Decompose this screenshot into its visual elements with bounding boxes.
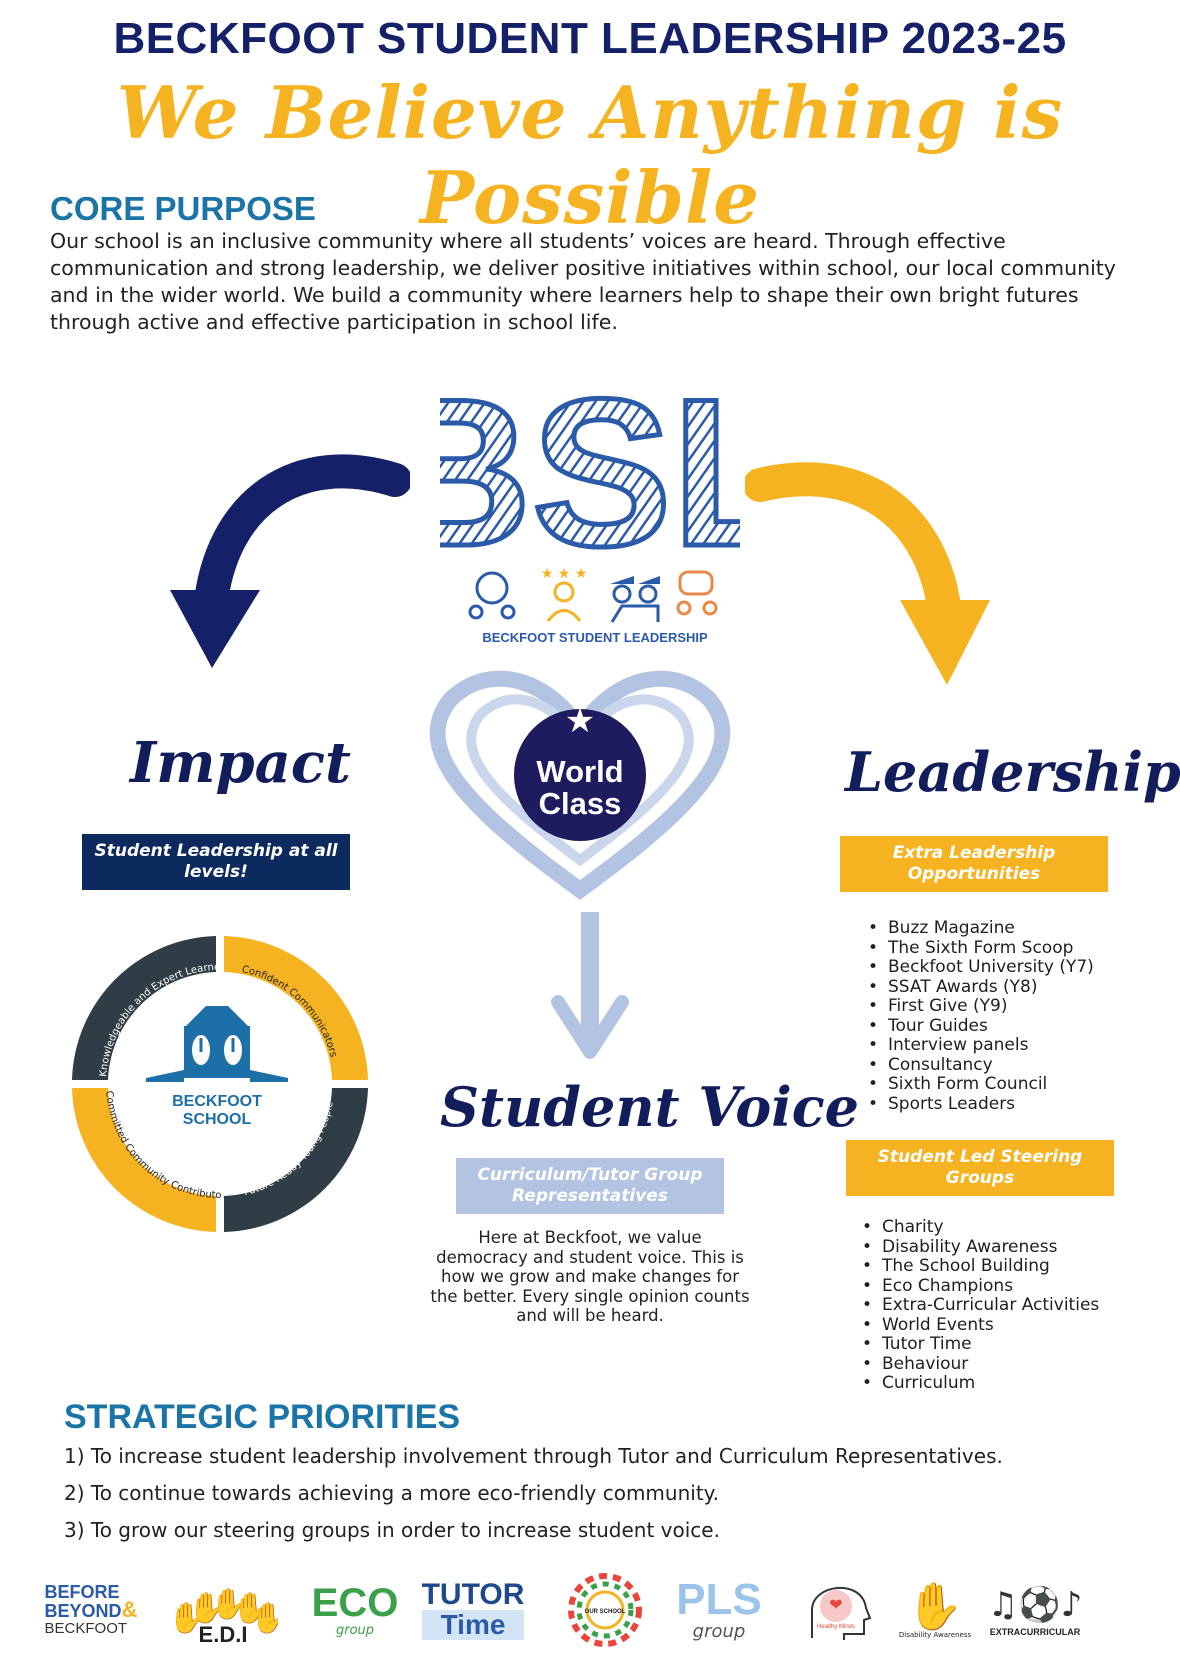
logo-text: ECO [311, 1580, 399, 1625]
disability-awareness-logo: ✋ Disability Awareness [898, 1579, 972, 1639]
list-item: Disability Awareness [858, 1237, 1118, 1258]
core-purpose-heading: CORE PURPOSE [50, 190, 316, 227]
student-voice-text: Here at Beckfoot, we value democracy and… [430, 1228, 750, 1325]
student-voice-heading: Student Voice [440, 1075, 860, 1139]
beckfoot-school-name-2: SCHOOL [183, 1111, 252, 1128]
logo-text: BEYOND [44, 1600, 122, 1621]
our-school-logo: OUR SCHOOL [550, 1570, 660, 1650]
list-item: Extra-Curricular Activities [858, 1295, 1118, 1316]
logo-text: BEFORE [44, 1581, 120, 1602]
bsl-logo: BSL [378, 353, 803, 593]
logo-text: group [692, 1620, 746, 1642]
beckfoot-values-wheel: Knowledgeable and Expert Learners Confid… [66, 930, 368, 1232]
eco-group-logo: ECO group [300, 1570, 410, 1650]
impact-box: Student Leadership at all levels! [82, 834, 350, 890]
curriculum-reps-box: Curriculum/Tutor Group Representatives [456, 1158, 724, 1214]
svg-text:✋: ✋ [250, 1600, 278, 1636]
list-item: The Sixth Form Scoop [864, 938, 1124, 959]
list-item: World Events [858, 1315, 1118, 1336]
logo-text: OUR SCHOOL [585, 1609, 626, 1615]
page-title: BECKFOOT STUDENT LEADERSHIP 2023-25 [113, 14, 1067, 63]
list-item: Sports Leaders [864, 1094, 1124, 1115]
logo-text: Disability Awareness [898, 1631, 972, 1639]
list-item: Behaviour [858, 1354, 1118, 1375]
svg-text:★: ★ [565, 701, 595, 741]
wheel-segment-community [72, 1088, 216, 1232]
svg-text:✋: ✋ [168, 1600, 205, 1636]
svg-text:★ ★ ★: ★ ★ ★ [541, 566, 588, 582]
priority-item: 3) To grow our steering groups in order … [64, 1518, 720, 1542]
pls-group-logo: PLS group [664, 1570, 774, 1650]
before-beyond-beckfoot-logo: BEFORE BEYOND& BECKFOOT [36, 1570, 146, 1650]
world-class-heart: ★ World Class [429, 670, 731, 900]
wheel-segment-communicators [224, 936, 368, 1080]
speech-people-icon [676, 570, 718, 616]
graduates-icon [610, 576, 660, 623]
list-item: Interview panels [864, 1035, 1124, 1056]
svg-text:✋: ✋ [210, 1586, 247, 1622]
list-item: Tour Guides [864, 1016, 1124, 1037]
down-arrow-icon [551, 912, 629, 1059]
list-item: Eco Champions [858, 1276, 1118, 1297]
svg-text:❤: ❤ [829, 1595, 842, 1614]
logo-text: E.D.I [199, 1622, 248, 1647]
extra-leadership-list: Buzz Magazine The Sixth Form Scoop Beckf… [864, 918, 1124, 1115]
logo-text: PLS [676, 1574, 762, 1624]
world-class-line2: Class [539, 786, 622, 821]
list-item: Sixth Form Council [864, 1074, 1124, 1095]
edi-logo: ✋ ✋ ✋ ✋ ✋ E.D.I [168, 1570, 278, 1650]
core-purpose-text: Our school is an inclusive community whe… [50, 229, 1116, 334]
svg-text:✋: ✋ [188, 1590, 225, 1626]
tagline: We Believe Anything is Possible [116, 70, 1064, 240]
logo-text: Time [421, 1610, 525, 1640]
logo-text: group [335, 1622, 375, 1638]
bsl-subtitle: BECKFOOT STUDENT LEADERSHIP [482, 630, 708, 645]
healthy-minds-logo: ❤ Healthy Minds [782, 1570, 892, 1650]
beckfoot-school-building-icon [146, 1006, 288, 1082]
bsl-icon-row: ★ ★ ★ [468, 566, 718, 623]
priority-item: 1) To increase student leadership involv… [64, 1444, 1003, 1468]
extracurricular-logo: ♫⚽♪ EXTRACURRICULAR [987, 1585, 1083, 1637]
list-item: SSAT Awards (Y8) [864, 977, 1124, 998]
leadership-heading: Leadership [845, 740, 1180, 804]
beckfoot-school-name-1: BECKFOOT [172, 1093, 262, 1110]
logo-text: & [121, 1596, 138, 1622]
strategic-priorities-heading: STRATEGIC PRIORITIES [64, 1398, 461, 1436]
wheel-segment-future-ready [224, 1088, 368, 1232]
priority-item: 2) To continue towards achieving a more … [64, 1481, 719, 1505]
globe-people-icon [468, 571, 516, 620]
logo-text: Healthy Minds [817, 1624, 855, 1630]
wheel-segment-learners [72, 936, 216, 1080]
list-item: Curriculum [858, 1373, 1118, 1394]
svg-text:✋: ✋ [232, 1590, 269, 1626]
tutor-time-logo: TUTOR Time [418, 1570, 528, 1650]
list-item: Consultancy [864, 1055, 1124, 1076]
steering-groups-box: Student Led Steering Groups [846, 1140, 1114, 1196]
list-item: Charity [858, 1217, 1118, 1238]
star-person-icon: ★ ★ ★ [541, 566, 588, 622]
list-item: Beckfoot University (Y7) [864, 957, 1124, 978]
logo-text: TUTOR [421, 1578, 525, 1611]
navy-curved-arrow-icon [170, 454, 410, 668]
logo-text: EXTRACURRICULAR [989, 1627, 1081, 1637]
impact-heading: Impact [130, 730, 351, 796]
world-class-line1: World [536, 754, 623, 789]
list-item: Tutor Time [858, 1334, 1118, 1355]
list-item: First Give (Y9) [864, 996, 1124, 1017]
list-item: Buzz Magazine [864, 918, 1124, 939]
world-class-logo-icon [514, 709, 646, 841]
list-item: The School Building [858, 1256, 1118, 1277]
logo-text: BECKFOOT [44, 1619, 128, 1637]
gold-curved-arrow-icon [745, 462, 990, 685]
bsl-letters-text: BSL [440, 360, 740, 560]
steering-groups-list: Charity Disability Awareness The School … [858, 1217, 1118, 1394]
extra-leadership-box: Extra Leadership Opportunities [840, 836, 1108, 892]
